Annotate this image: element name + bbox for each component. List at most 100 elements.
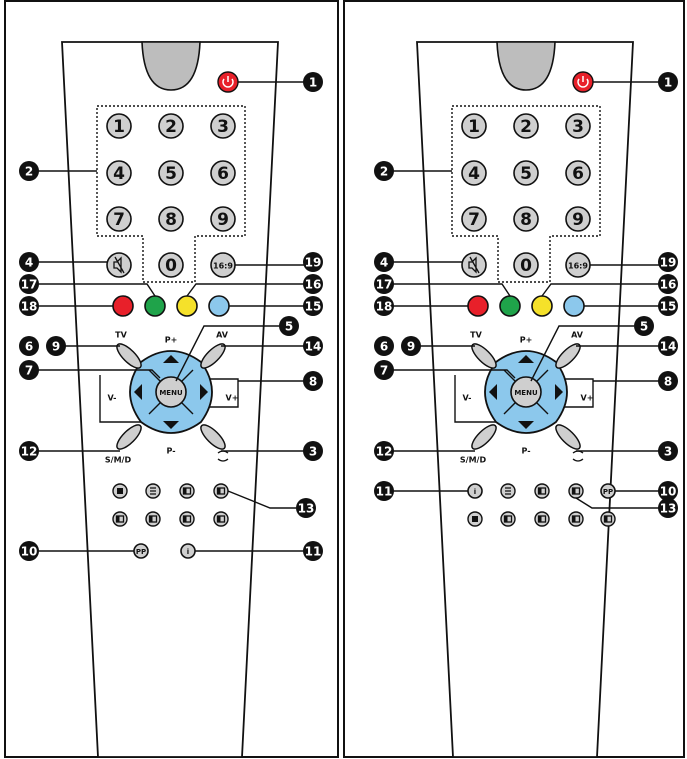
keypad-frame	[96, 105, 246, 283]
callout-marker	[19, 360, 39, 380]
cyan-button[interactable]	[208, 295, 230, 317]
mute-icon	[468, 256, 480, 274]
yellow-button[interactable]	[176, 295, 198, 317]
menu-label: MENU	[159, 389, 183, 397]
callout-marker	[19, 296, 39, 316]
tt-glyph-fill	[604, 516, 608, 522]
teletext-button[interactable]	[213, 511, 229, 527]
digit-button[interactable]	[210, 113, 236, 139]
green-button[interactable]	[499, 295, 521, 317]
digit-button[interactable]	[461, 113, 487, 139]
callout-marker	[401, 336, 421, 356]
swap-button[interactable]	[552, 421, 583, 452]
yellow-button[interactable]	[531, 295, 553, 317]
list-glyph	[150, 487, 156, 495]
red-button[interactable]	[467, 295, 489, 317]
tv-button[interactable]	[468, 340, 499, 371]
smd-button[interactable]	[113, 421, 144, 452]
callout-number: 14	[305, 340, 322, 354]
digit-button[interactable]	[565, 160, 591, 186]
tt-glyph-fill	[572, 488, 576, 494]
callout-marker	[658, 498, 678, 518]
digit-button[interactable]	[461, 160, 487, 186]
leader-line	[175, 325, 279, 382]
menu-button[interactable]	[510, 376, 542, 408]
teletext-icon	[148, 515, 158, 523]
digit-button[interactable]	[565, 113, 591, 139]
digit-button[interactable]	[158, 160, 184, 186]
left-arrow-icon	[134, 384, 142, 400]
av-label: AV	[571, 331, 584, 340]
swap-button[interactable]	[197, 421, 228, 452]
digit-label: 7	[113, 210, 125, 230]
digit-button[interactable]	[513, 252, 539, 278]
digit-button[interactable]	[158, 206, 184, 232]
digit-button[interactable]	[210, 160, 236, 186]
digit-button[interactable]	[210, 206, 236, 232]
pminus-label: P-	[166, 447, 175, 456]
callout-marker	[374, 481, 394, 501]
digit-button[interactable]	[158, 113, 184, 139]
callout-marker	[19, 161, 39, 181]
av-button[interactable]	[197, 340, 228, 371]
up-arrow-icon	[163, 355, 179, 363]
digit-button[interactable]	[461, 206, 487, 232]
callout-marker	[19, 336, 39, 356]
callout-number: 10	[660, 485, 677, 499]
callout-marker	[658, 252, 678, 272]
teletext-icon	[537, 515, 547, 523]
callout-number: 10	[21, 545, 38, 559]
digit-button[interactable]	[513, 113, 539, 139]
cyan-button[interactable]	[563, 295, 585, 317]
callout-marker	[19, 252, 39, 272]
teletext-button[interactable]	[534, 511, 550, 527]
smd-button[interactable]	[468, 421, 499, 452]
tt-glyph-fill	[538, 488, 542, 494]
callout-number: 8	[664, 375, 672, 389]
digit-label: 6	[217, 164, 229, 184]
teletext-button[interactable]	[179, 483, 195, 499]
green-button[interactable]	[144, 295, 166, 317]
smd-label: S/M/D	[105, 456, 132, 465]
av-button[interactable]	[552, 340, 583, 371]
callout-number: 17	[376, 278, 393, 292]
digit-button[interactable]	[513, 206, 539, 232]
digit-button[interactable]	[106, 206, 132, 232]
tt-glyph-fill	[217, 516, 221, 522]
callout-marker	[658, 441, 678, 461]
digit-button[interactable]	[106, 113, 132, 139]
vminus-label: V-	[463, 394, 472, 403]
teletext-button[interactable]	[534, 483, 550, 499]
menu-button[interactable]	[155, 376, 187, 408]
teletext-button[interactable]	[213, 483, 229, 499]
teletext-button[interactable]	[145, 511, 161, 527]
callout-number: 18	[376, 300, 393, 314]
square-glyph	[117, 488, 123, 494]
teletext-button[interactable]	[500, 511, 516, 527]
leader-line	[575, 497, 668, 509]
teletext-button[interactable]	[568, 511, 584, 527]
digit-button[interactable]	[565, 206, 591, 232]
tv-button[interactable]	[113, 340, 144, 371]
tt-glyph-fill	[538, 516, 542, 522]
tv-label: TV	[115, 331, 127, 340]
bracket-line	[200, 378, 239, 408]
callout-marker	[658, 72, 678, 92]
digit-button[interactable]	[513, 160, 539, 186]
digit-button[interactable]	[106, 160, 132, 186]
pp-label: PP	[603, 488, 613, 496]
callout-marker	[658, 481, 678, 501]
bracket-line	[555, 378, 594, 408]
red-button[interactable]	[112, 295, 134, 317]
teletext-button[interactable]	[600, 511, 616, 527]
teletext-button[interactable]	[112, 511, 128, 527]
teletext-button[interactable]	[179, 511, 195, 527]
digit-button[interactable]	[158, 252, 184, 278]
tt-glyph-fill	[572, 516, 576, 522]
tt-glyph-fill	[504, 516, 508, 522]
leader-line	[186, 283, 313, 297]
digit-label: 9	[572, 210, 584, 230]
teletext-button[interactable]	[568, 483, 584, 499]
